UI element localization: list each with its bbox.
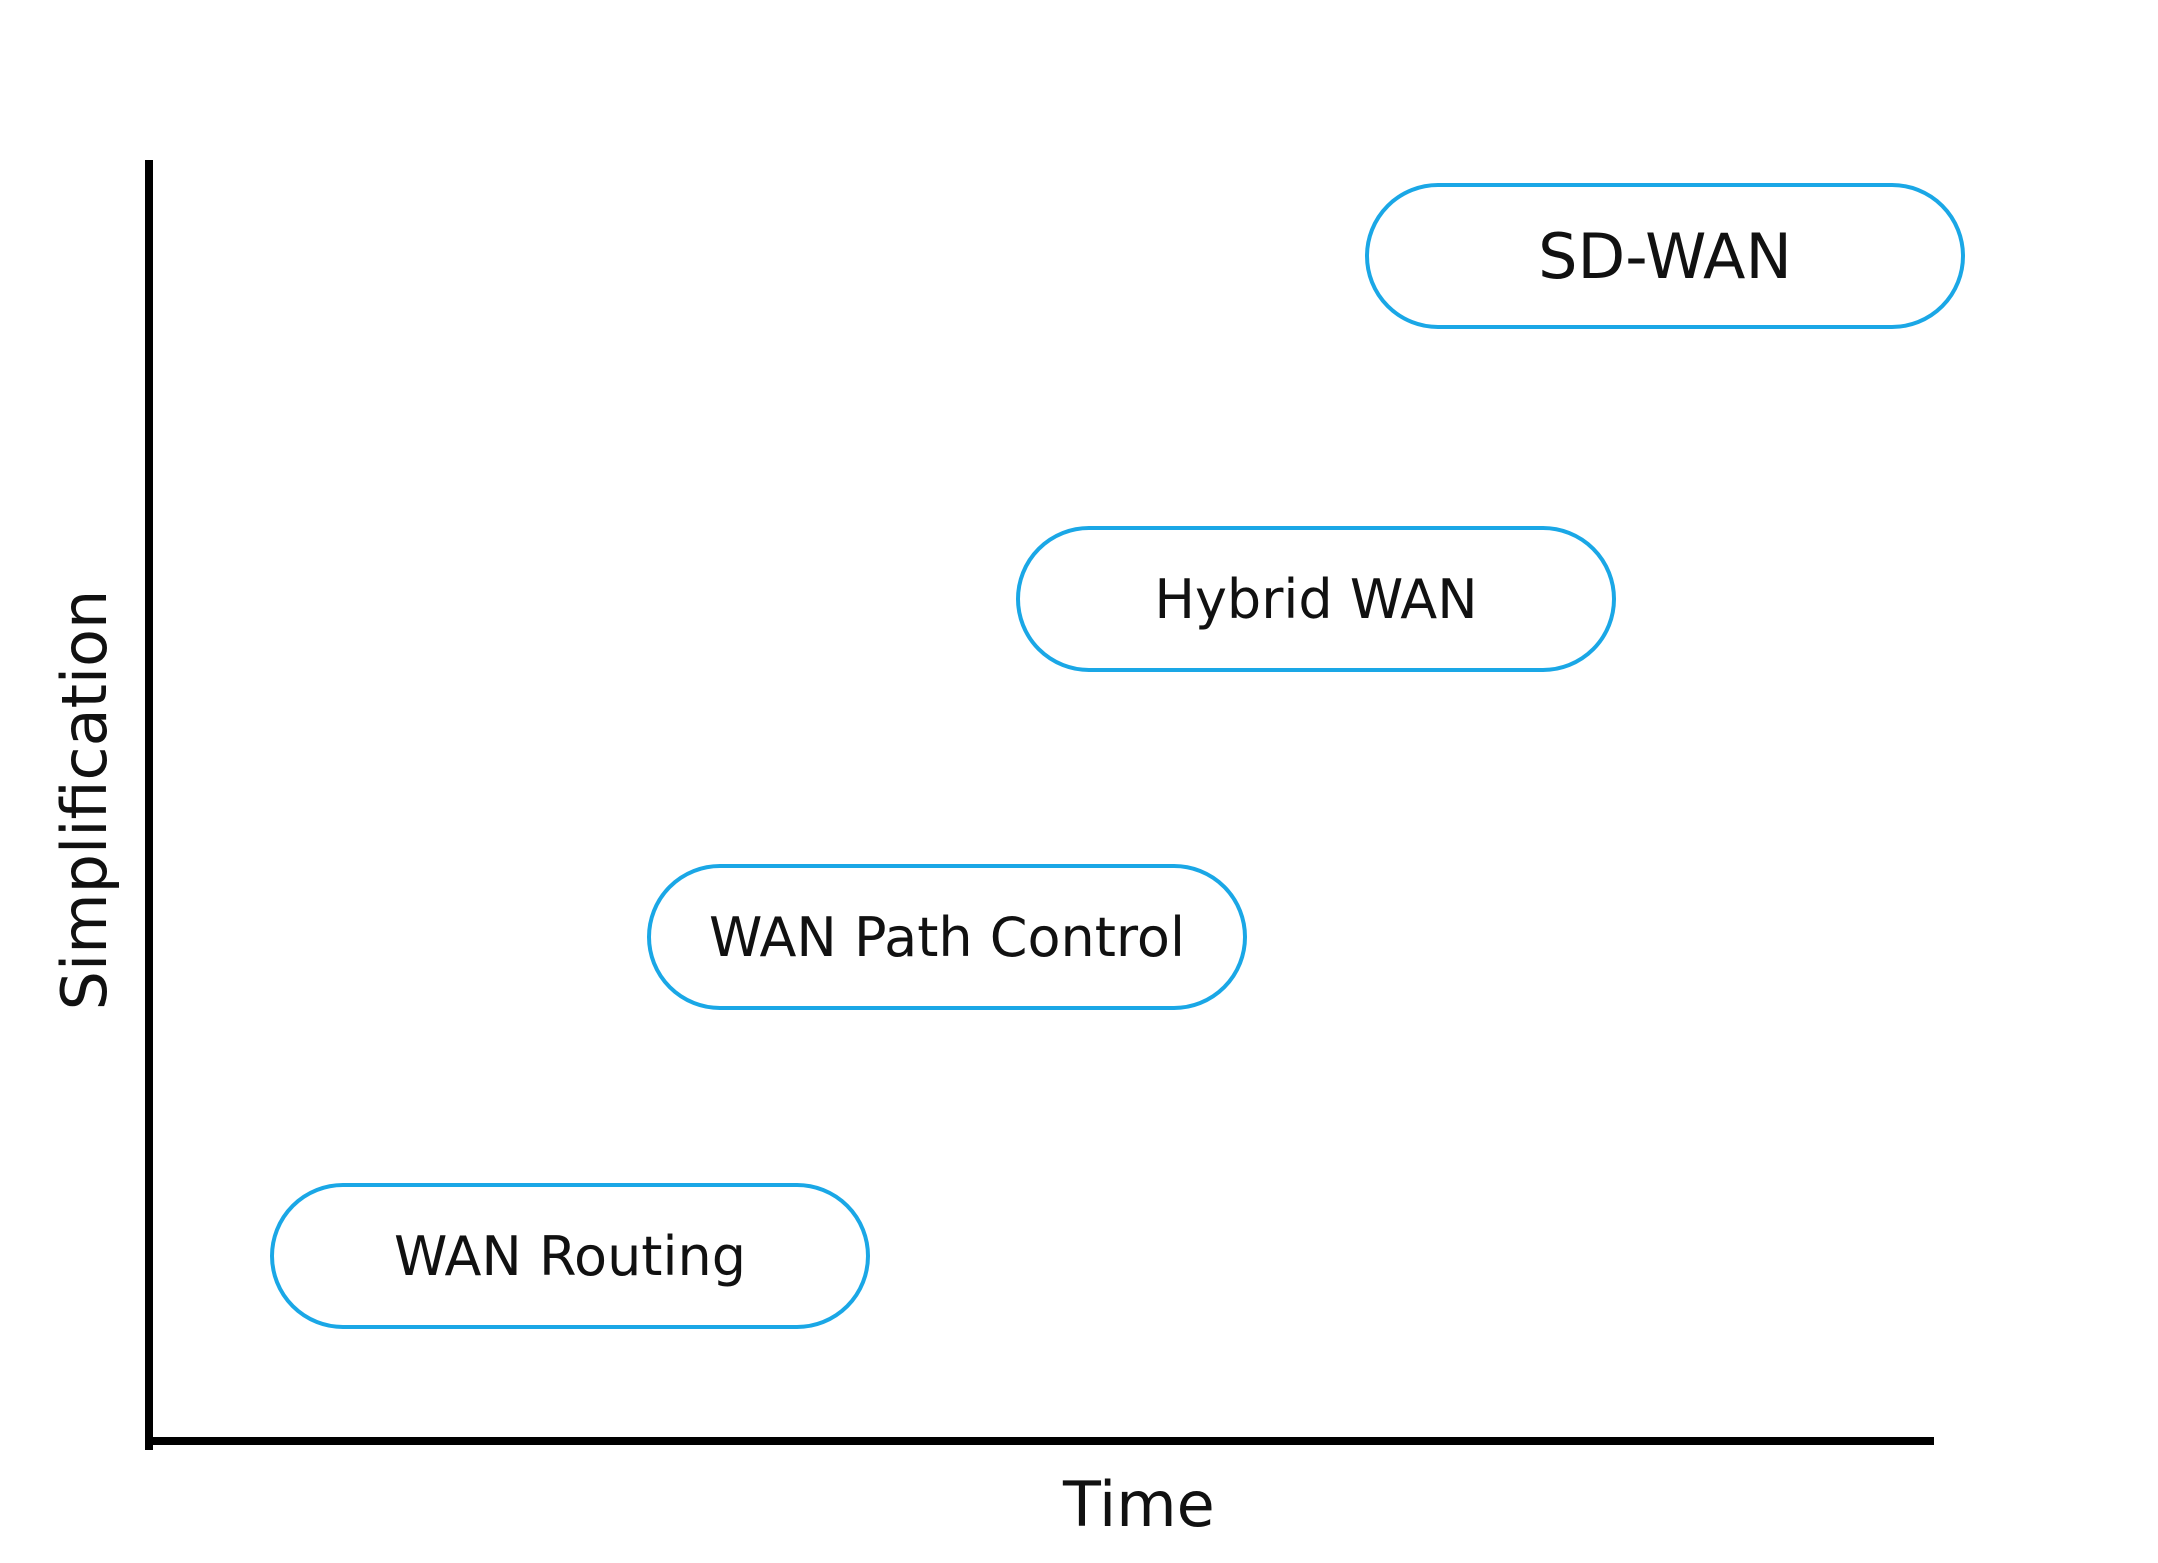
stage-sd-wan: SD-WAN	[1365, 183, 1965, 329]
x-axis-label: Time	[1063, 1468, 1215, 1541]
stage-wan-routing: WAN Routing	[270, 1183, 870, 1329]
y-axis-line	[145, 160, 153, 1450]
stage-wan-path-control: WAN Path Control	[647, 864, 1247, 1010]
y-axis-label: Simplification	[48, 589, 121, 1011]
x-axis-line	[149, 1437, 1934, 1445]
stage-hybrid-wan: Hybrid WAN	[1016, 526, 1616, 672]
